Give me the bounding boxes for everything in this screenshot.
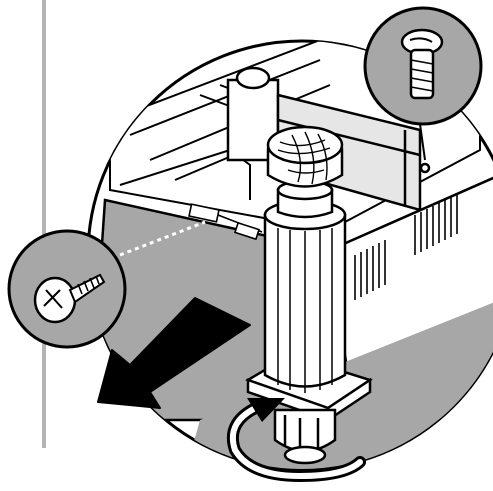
page-margin-rule <box>42 0 46 448</box>
tapping-screw-callout <box>9 231 125 347</box>
